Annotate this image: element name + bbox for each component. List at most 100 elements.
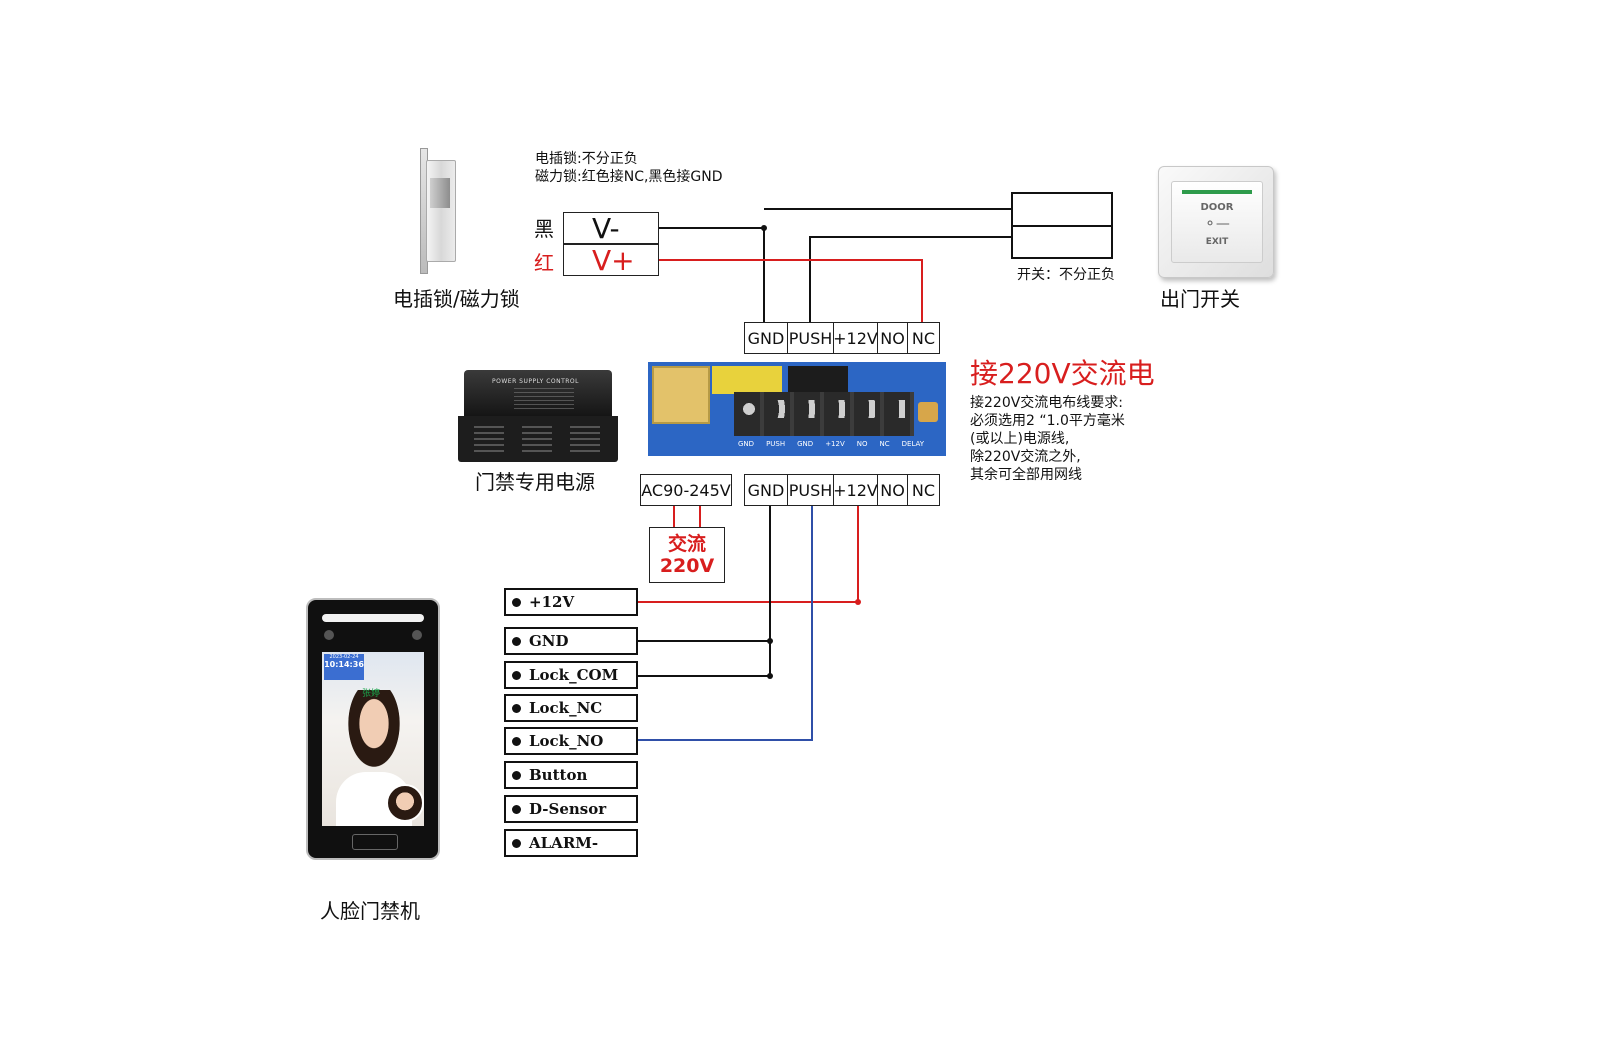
black-wire-label: 黑 bbox=[534, 217, 554, 241]
terminal-dot bbox=[512, 838, 521, 848]
face-terminal-caption: 人脸门禁机 bbox=[320, 899, 420, 923]
top-pin-12v: +12V bbox=[833, 322, 878, 354]
terminal-label: GND bbox=[529, 632, 569, 650]
exit-green-bar bbox=[1182, 190, 1252, 194]
junction-lock-com bbox=[767, 673, 773, 679]
terminal-dot bbox=[512, 670, 521, 680]
bottom-pin-nc: NC bbox=[907, 474, 940, 506]
recognized-name: 张婷 bbox=[362, 689, 381, 699]
power-supply-image: POWER SUPPLY CONTROL bbox=[458, 370, 618, 462]
ac-source-line1: 交流 bbox=[667, 533, 706, 555]
ac-note-body: 接220V交流电布线要求: 必须选用2 “1.0平方毫米 (或以上)电源线, 除… bbox=[970, 395, 1125, 483]
v-plus-box: V+ bbox=[563, 243, 659, 277]
psu-label: POWER SUPPLY CONTROL bbox=[492, 378, 579, 385]
psu-front bbox=[458, 416, 618, 462]
lock-note-line1: 电插锁:不分正负 bbox=[535, 151, 638, 167]
board-label-gnd2: GND bbox=[797, 440, 814, 448]
board-screws bbox=[740, 400, 910, 418]
terminal-lock-com: Lock_COM bbox=[504, 661, 638, 689]
lock-bolt bbox=[430, 178, 450, 208]
camera-icon bbox=[412, 630, 422, 640]
terminal-dot bbox=[512, 703, 521, 713]
board-label-12v: +12V bbox=[825, 440, 845, 448]
exit-button-face: DOOR ⚬— EXIT bbox=[1171, 181, 1263, 263]
red-wire-label: 红 bbox=[534, 251, 554, 275]
v-minus-label: V- bbox=[592, 211, 620, 245]
board-label-no: NO bbox=[856, 440, 868, 448]
power-supply-caption: 门禁专用电源 bbox=[475, 470, 595, 494]
terminal-label: D-Sensor bbox=[529, 800, 607, 818]
terminal-dot bbox=[512, 736, 521, 746]
bottom-pin-12v: +12V bbox=[833, 474, 878, 506]
screen-date: 2023-02-24 bbox=[329, 654, 359, 660]
ac-source-line2: 220V bbox=[659, 555, 715, 577]
screen-time: 10:14:36 bbox=[324, 660, 364, 669]
bottom-pin-no: NO bbox=[877, 474, 908, 506]
psu-vents-1 bbox=[474, 426, 504, 454]
terminal-label: ALARM- bbox=[529, 834, 599, 852]
terminal-dot bbox=[512, 770, 521, 780]
terminal-dot bbox=[512, 636, 521, 646]
terminal-dot bbox=[512, 804, 521, 814]
terminal-gnd: GND bbox=[504, 627, 638, 655]
exit-switch-image: DOOR ⚬— EXIT bbox=[1158, 166, 1274, 278]
terminal-label: Button bbox=[529, 766, 588, 784]
terminal-label: Lock_COM bbox=[529, 666, 619, 684]
junction-gnd bbox=[767, 638, 773, 644]
lock-body bbox=[426, 160, 456, 262]
terminal-dot bbox=[512, 597, 521, 607]
terminal-label: Lock_NO bbox=[529, 732, 604, 750]
terminal-d-sensor: D-Sensor bbox=[504, 795, 638, 823]
lock-note-line2: 磁力锁:红色接NC,黑色接GND bbox=[535, 169, 723, 185]
device-screen: 2023-02-24 10:14:36 张婷 bbox=[322, 652, 424, 826]
terminal-button: Button bbox=[504, 761, 638, 789]
key-icon: ⚬— bbox=[1204, 216, 1230, 232]
junction-gnd-top bbox=[761, 225, 767, 231]
wire-switch-gnd bbox=[764, 192, 1112, 210]
ac-source-box: 交流 220V bbox=[649, 527, 725, 583]
top-pin-gnd: GND bbox=[744, 322, 788, 354]
wire-lock-no-push bbox=[638, 506, 813, 741]
electric-lock-image bbox=[412, 148, 460, 274]
top-pin-push: PUSH bbox=[787, 322, 834, 354]
psu-vents-3 bbox=[570, 426, 600, 454]
ac-input-box: AC90-245V bbox=[640, 474, 732, 506]
bottom-pin-gnd: GND bbox=[744, 474, 788, 506]
exit-exit-text: EXIT bbox=[1205, 237, 1229, 247]
board-transformer bbox=[652, 366, 710, 424]
board-label-nc: NC bbox=[879, 440, 890, 448]
terminal-lock-nc: Lock_NC bbox=[504, 694, 638, 722]
exit-door-text: DOOR bbox=[1200, 202, 1234, 213]
board-label-delay: DELAY bbox=[901, 440, 925, 448]
wire-lock-vminus-gnd bbox=[659, 227, 765, 322]
wire-switch-push bbox=[809, 236, 1012, 322]
ac-note-title: 接220V交流电 bbox=[970, 357, 1155, 390]
junction-12v bbox=[855, 599, 861, 605]
v-minus-box: V- bbox=[563, 211, 659, 245]
bottom-pin-push: PUSH bbox=[787, 474, 834, 506]
camera-icon bbox=[324, 630, 334, 640]
board-pin-labels: GND PUSH GND +12V NO NC DELAY bbox=[738, 440, 944, 454]
control-board-image: GND PUSH GND +12V NO NC DELAY bbox=[648, 362, 946, 456]
board-pot bbox=[918, 402, 938, 422]
terminal-lock-no: Lock_NO bbox=[504, 727, 638, 755]
terminal-12v: +12V bbox=[504, 588, 638, 616]
screen-clock-panel: 2023-02-24 10:14:36 bbox=[324, 654, 364, 680]
face-terminal-device: 2023-02-24 10:14:36 张婷 bbox=[306, 598, 440, 860]
psu-top: POWER SUPPLY CONTROL bbox=[464, 370, 612, 416]
terminal-label: +12V bbox=[529, 593, 575, 611]
thumbnail-avatar bbox=[386, 784, 424, 822]
top-pin-nc: NC bbox=[907, 322, 940, 354]
wire-lock-vplus-nc bbox=[659, 259, 923, 322]
psu-spec-lines bbox=[514, 388, 574, 410]
board-label-gnd: GND bbox=[738, 440, 755, 448]
terminal-alarm: ALARM- bbox=[504, 829, 638, 857]
top-pin-no: NO bbox=[877, 322, 908, 354]
exit-switch-caption: 出门开关 bbox=[1160, 287, 1240, 311]
board-label-push: PUSH bbox=[766, 440, 786, 448]
face-photo bbox=[344, 690, 404, 774]
terminal-label: Lock_NC bbox=[529, 699, 603, 717]
v-plus-label: V+ bbox=[592, 243, 635, 277]
exit-switch-note: 开关：不分正负 bbox=[1017, 267, 1115, 283]
